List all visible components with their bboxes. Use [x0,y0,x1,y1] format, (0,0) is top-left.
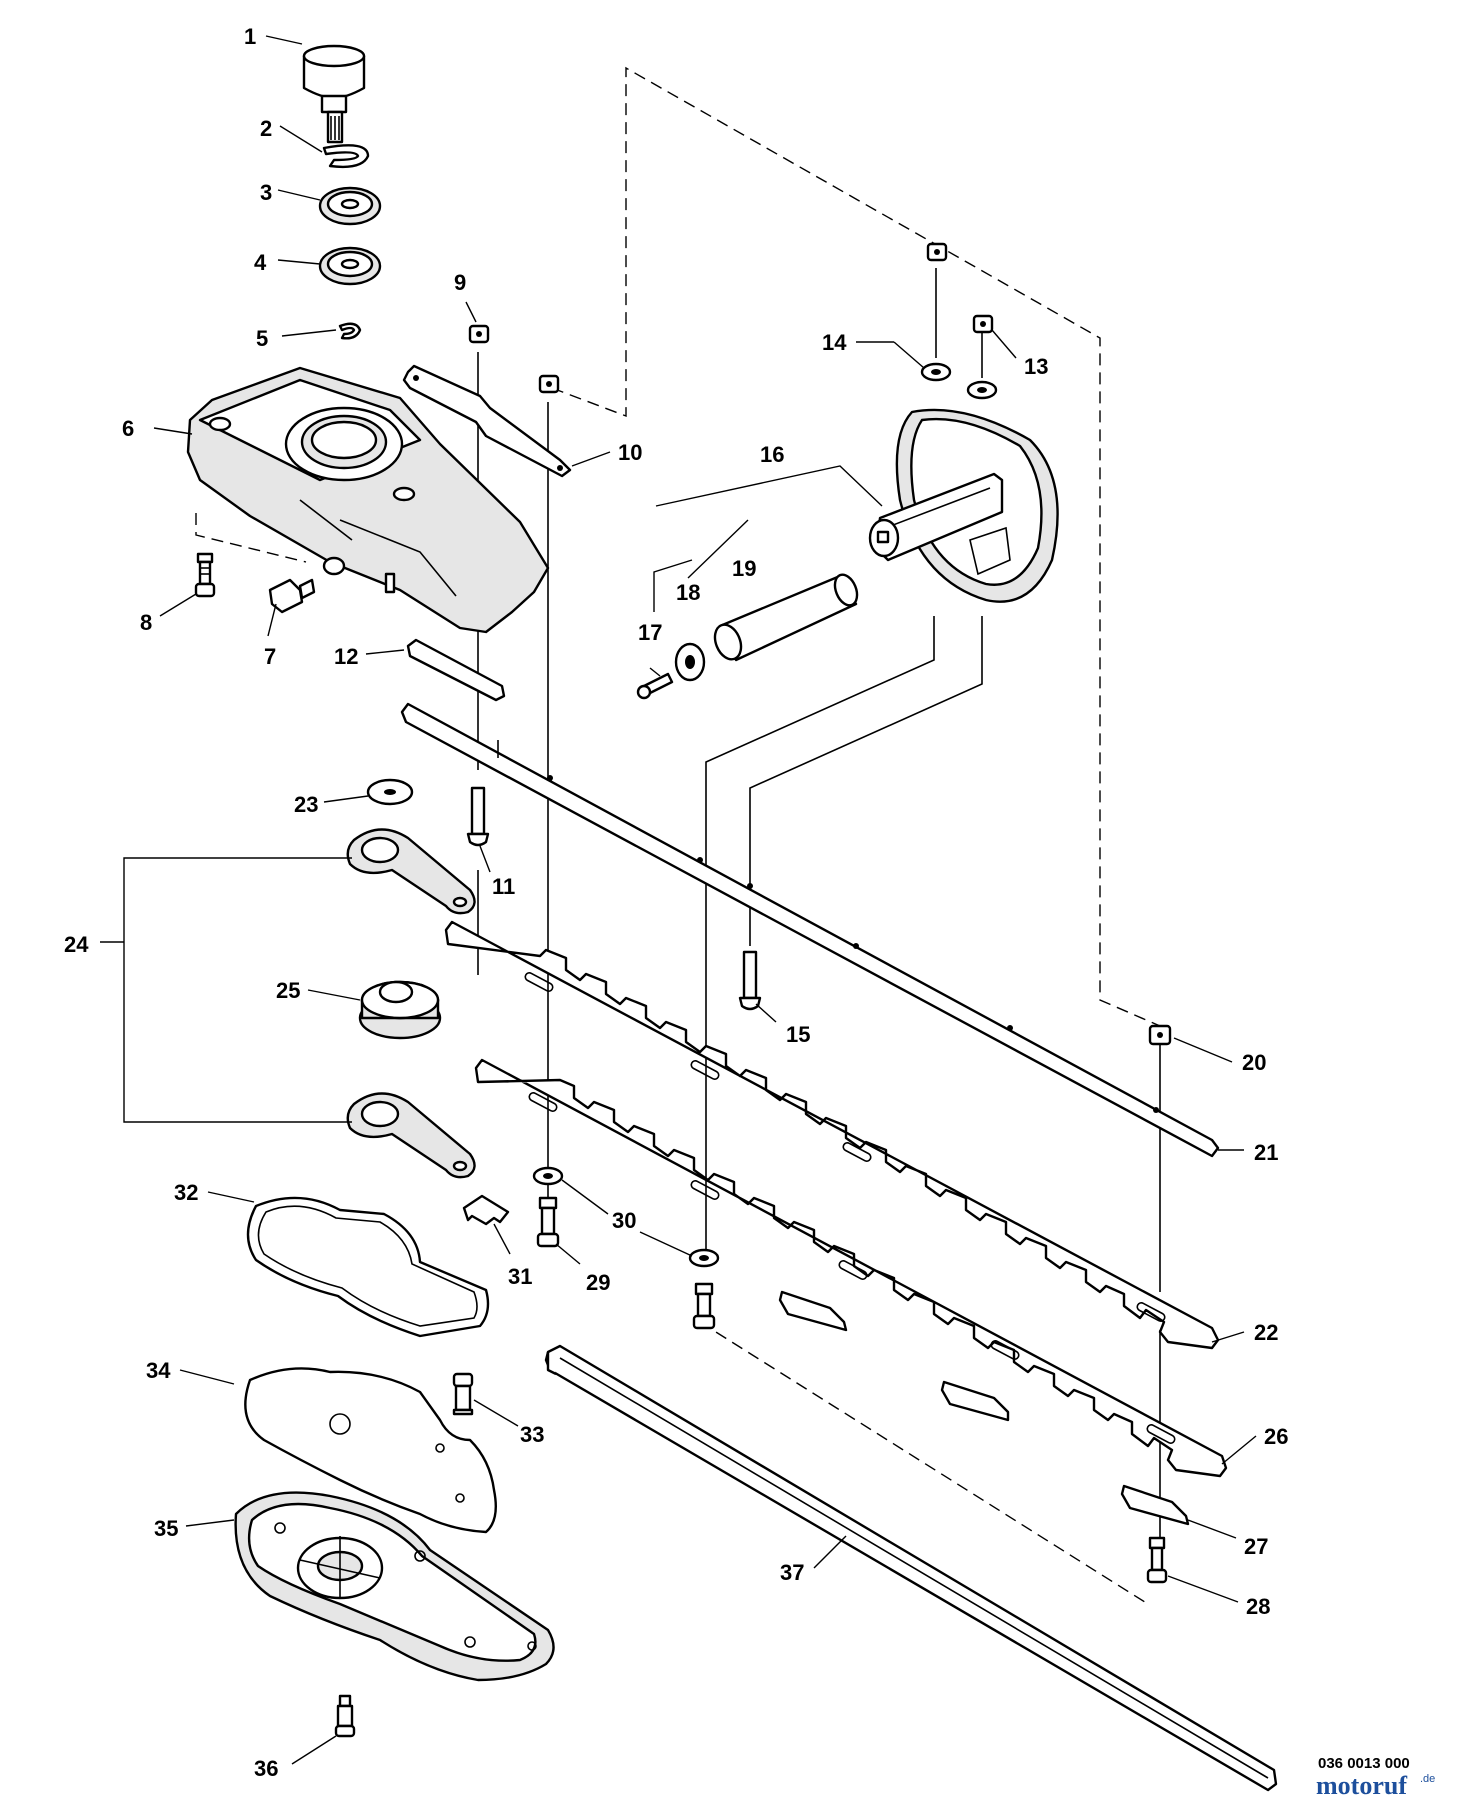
callout-labels: 1 2 3 4 5 6 7 8 9 10 11 12 13 14 15 16 1… [64,24,1288,1781]
bolt-lower-center [692,1282,716,1330]
callout-26: 26 [1264,1424,1288,1449]
callout-6: 6 [122,416,134,441]
callout-36: 36 [254,1756,278,1781]
callout-14: 14 [822,330,847,355]
part-35-cover [234,1491,555,1682]
callout-3: 3 [260,180,272,205]
callout-2: 2 [260,116,272,141]
part-30-washer-lower [688,1248,720,1268]
part-5-clip [338,322,362,340]
callout-17: 17 [638,620,662,645]
callout-13: 13 [1024,354,1048,379]
part-18-washer [674,642,706,682]
part-32-gasket [246,1196,490,1338]
callout-15: 15 [786,1022,810,1047]
washer-right [966,380,998,400]
part-21-bar [400,702,1220,1158]
assembly-guide-lines [195,66,1161,1605]
part-13-nut [972,314,994,334]
part-8-screw [194,552,216,598]
callout-21: 21 [1254,1140,1278,1165]
part-7-bolt [268,578,316,614]
part-4-bearing [318,246,382,286]
part-27-guide-1 [778,1290,848,1332]
callout-12: 12 [334,644,358,669]
callout-19: 19 [732,556,756,581]
callout-37: 37 [780,1560,804,1585]
watermark: motoruf .de [1316,1771,1435,1800]
callout-20: 20 [1242,1050,1266,1075]
part-2-snap-ring [322,144,370,169]
callout-4: 4 [254,250,267,275]
part-22-upper-blade [444,920,1220,1350]
callout-22: 22 [1254,1320,1278,1345]
callout-29: 29 [586,1270,610,1295]
callout-33: 33 [520,1422,544,1447]
drawing-id: 036 0013 000 [1318,1755,1410,1772]
callout-27: 27 [1244,1534,1268,1559]
watermark-text: motoruf [1316,1771,1407,1800]
part-24-connecting-rod-lower [346,1092,476,1179]
part-24-connecting-rod-upper [346,828,476,915]
part-12-plate [406,638,506,702]
part-37-blade-cover [544,1344,1278,1792]
callout-1: 1 [244,24,256,49]
callout-28: 28 [1246,1594,1270,1619]
callout-10: 10 [618,440,642,465]
callout-7: 7 [264,644,276,669]
watermark-suffix: .de [1420,1773,1435,1785]
part-34-gasket [244,1367,497,1534]
part-20-nut [1148,1024,1172,1046]
callout-34: 34 [146,1358,171,1383]
part-3-bearing [318,186,382,226]
part-26-lower-blade [474,1058,1228,1478]
callout-5: 5 [256,326,268,351]
part-31-clip [462,1194,510,1226]
nut-near-10 [538,374,560,394]
part-1-drive-shaft [302,44,366,144]
top-right-nut [926,242,948,262]
part-17-screw [636,672,674,700]
callout-24: 24 [64,932,89,957]
callout-30: 30 [612,1208,636,1233]
part-9-nut [468,324,490,344]
part-10-bracket [402,364,572,478]
part-29-bolt [536,1196,560,1248]
callout-32: 32 [174,1180,198,1205]
callout-25: 25 [276,978,300,1003]
callout-23: 23 [294,792,318,817]
part-25-crank-gear [358,980,442,1040]
callout-8: 8 [140,610,152,635]
callout-35: 35 [154,1516,178,1541]
part-27-guide-3 [1120,1484,1190,1526]
part-23-washer [366,778,414,806]
callout-9: 9 [454,270,466,295]
callout-16: 16 [760,442,784,467]
callout-18: 18 [676,580,700,605]
callout-11: 11 [492,874,515,899]
part-30-washer-upper [532,1166,564,1186]
part-27-guide-2 [940,1380,1010,1422]
part-6-gear-case [186,366,550,634]
callout-31: 31 [508,1264,532,1289]
part-15-bolt [738,950,762,1011]
part-11-bolt [466,786,490,847]
part-28-bolt [1146,1536,1168,1584]
leader-lines [100,35,1257,1765]
part-16-handle-holder [868,408,1059,603]
part-14-washer [920,362,952,382]
part-36-screw [334,1694,356,1738]
part-33-screw [452,1372,474,1416]
part-19-sleeve [713,573,859,662]
